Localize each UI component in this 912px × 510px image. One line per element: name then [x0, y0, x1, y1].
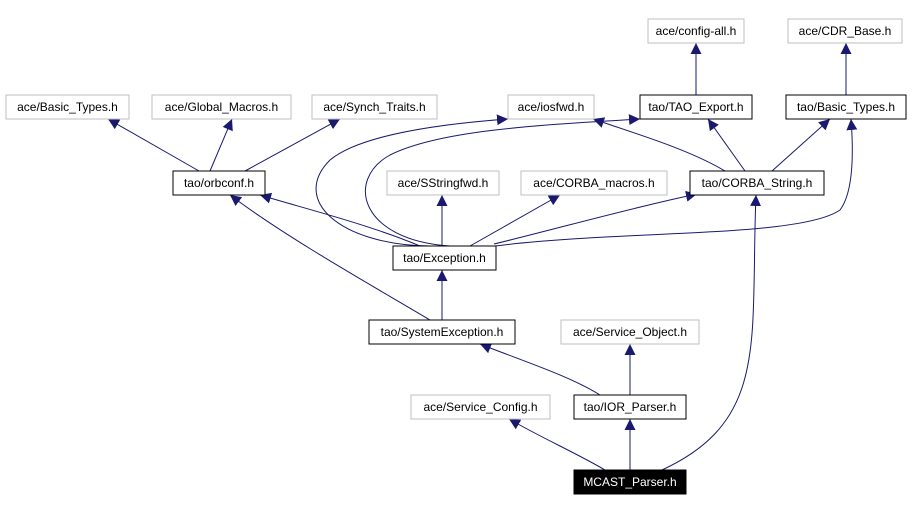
node-corba-string[interactable]: tao/CORBA_String.h — [689, 170, 825, 196]
node-orbconf[interactable]: tao/orbconf.h — [172, 170, 266, 196]
node-cdr-base[interactable]: ace/CDR_Base.h — [787, 18, 903, 44]
node-box — [392, 245, 497, 271]
edge-corba-string-to-tao-basic-types — [771, 118, 831, 172]
edge-system-exception-to-orbconf — [229, 194, 431, 321]
node-label: tao/TAO_Export.h — [648, 100, 743, 114]
node-tao-export[interactable]: tao/TAO_Export.h — [639, 94, 753, 120]
node-label: ace/SStringfwd.h — [398, 176, 489, 190]
node-label: ace/CDR_Base.h — [799, 24, 892, 38]
node-label: tao/Exception.h — [403, 251, 486, 265]
node-system-exception[interactable]: tao/SystemException.h — [368, 319, 516, 345]
node-synch-traits[interactable]: ace/Synch_Traits.h — [311, 94, 438, 120]
node-label: tao/CORBA_String.h — [702, 176, 813, 190]
node-box — [689, 170, 825, 196]
node-box — [410, 394, 551, 420]
node-exception[interactable]: tao/Exception.h — [392, 245, 497, 271]
node-label: ace/Basic_Types.h — [17, 100, 118, 114]
edge-mcast-parser-to-service-config — [508, 418, 606, 471]
node-label: tao/Basic_Types.h — [797, 100, 895, 114]
node-service-config[interactable]: ace/Service_Config.h — [410, 394, 551, 420]
node-service-object[interactable]: ace/Service_Object.h — [560, 319, 700, 345]
node-label: ace/Service_Object.h — [573, 325, 687, 339]
node-box — [785, 94, 907, 120]
node-box — [573, 469, 687, 495]
node-box — [560, 319, 700, 345]
node-box — [5, 94, 130, 120]
node-sstringfwd[interactable]: ace/SStringfwd.h — [386, 170, 500, 196]
node-label: ace/CORBA_macros.h — [533, 176, 654, 190]
edge-corba-string-to-tao-export — [707, 118, 746, 172]
node-iosfwd[interactable]: ace/iosfwd.h — [507, 94, 595, 120]
edge-orbconf-to-synch-traits — [244, 118, 341, 172]
edge-orbconf-to-global-macros — [209, 118, 233, 172]
edge-exception-to-corba-macros — [469, 194, 561, 247]
node-box — [368, 319, 516, 345]
edge-corba-string-to-iosfwd — [592, 117, 726, 172]
node-label: tao/IOR_Parser.h — [584, 400, 677, 414]
node-corba-macros[interactable]: ace/CORBA_macros.h — [520, 170, 668, 196]
node-box — [573, 394, 687, 420]
edge-exception-to-tao-basic-types — [494, 118, 858, 247]
node-label: ace/Global_Macros.h — [165, 100, 278, 114]
node-box — [507, 94, 595, 120]
node-box — [151, 94, 292, 120]
node-basic-types-ace[interactable]: ace/Basic_Types.h — [5, 94, 130, 120]
edge-mcast-parser-to-corba-string — [661, 194, 762, 471]
node-label: MCAST_Parser.h — [583, 475, 676, 489]
node-ior-parser[interactable]: tao/IOR_Parser.h — [573, 394, 687, 420]
edge-ior-parser-to-system-exception — [479, 342, 601, 396]
node-box — [386, 170, 500, 196]
edge-exception-to-iosfwd — [315, 114, 509, 247]
node-box — [311, 94, 438, 120]
node-config-all[interactable]: ace/config-all.h — [647, 18, 745, 44]
node-label: ace/Service_Config.h — [423, 400, 537, 414]
node-box — [787, 18, 903, 44]
edge-orbconf-to-basic-types-ace — [107, 118, 200, 172]
node-box — [172, 170, 266, 196]
edge-exception-to-tao-export — [365, 114, 641, 247]
node-box — [639, 94, 753, 120]
edges-layer — [107, 43, 858, 471]
node-global-macros[interactable]: ace/Global_Macros.h — [151, 94, 292, 120]
node-label: ace/iosfwd.h — [518, 100, 585, 114]
node-label: tao/SystemException.h — [381, 325, 504, 339]
edge-exception-to-corba-string — [493, 190, 698, 245]
node-mcast-parser[interactable]: MCAST_Parser.h — [573, 469, 687, 495]
node-label: ace/Synch_Traits.h — [323, 100, 425, 114]
nodes-layer: ace/config-all.h ace/CDR_Base.h ace/Basic_… — [5, 18, 907, 495]
node-box — [520, 170, 668, 196]
node-label: tao/orbconf.h — [184, 176, 254, 190]
node-box — [647, 18, 745, 44]
edge-exception-to-orbconf — [259, 192, 421, 247]
node-tao-basic-types[interactable]: tao/Basic_Types.h — [785, 94, 907, 120]
node-label: ace/config-all.h — [656, 24, 737, 38]
